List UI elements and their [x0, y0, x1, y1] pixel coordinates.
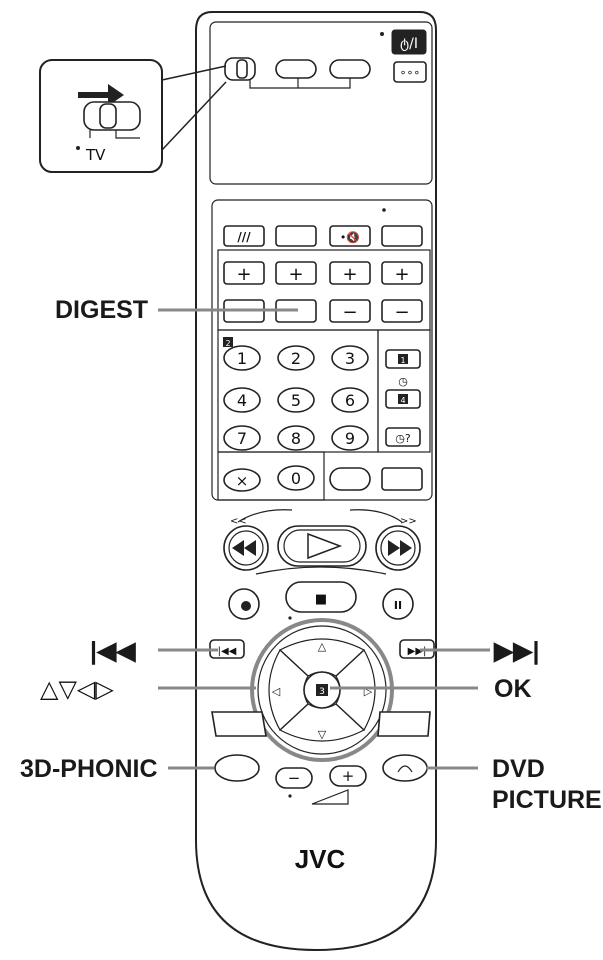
- rewind-icon: [232, 540, 256, 556]
- num-button-8[interactable]: [277, 425, 315, 451]
- vol-minus-icon: −: [288, 769, 301, 787]
- top-panel: [209, 21, 433, 185]
- plus-button-2[interactable]: [275, 261, 317, 285]
- num-label: 5: [291, 391, 301, 410]
- num-label: 8: [291, 429, 301, 448]
- num-label: 9: [345, 429, 355, 448]
- clock-icon: ◷: [398, 375, 408, 388]
- plus-icon: +: [394, 264, 409, 285]
- num-button-4[interactable]: [223, 387, 261, 413]
- arrows-label: △▽◁▷: [40, 675, 114, 703]
- cancel-button[interactable]: [223, 468, 261, 492]
- ff-icon: [388, 540, 412, 556]
- record-icon: [241, 601, 251, 611]
- num-label: 4: [237, 391, 247, 410]
- nav-left-icon: ◁: [272, 685, 281, 698]
- pause-button[interactable]: [382, 588, 414, 620]
- lower-right-button[interactable]: [377, 711, 431, 737]
- number-pad: 1 2 3 4 5 6 7 8 9 × 0: [223, 345, 423, 492]
- plus-icon: +: [236, 264, 251, 285]
- minus-icon: −: [342, 302, 357, 323]
- plus-button-1[interactable]: [223, 261, 265, 285]
- skip-back-icon: |◀◀: [218, 646, 237, 657]
- minus-button-3[interactable]: [329, 299, 371, 323]
- badge-2-label: 2: [225, 339, 230, 348]
- num-label: 6: [345, 391, 355, 410]
- dvd-picture-label-1: DVD: [492, 755, 545, 783]
- plus-icon: +: [288, 264, 303, 285]
- dvd-picture-button[interactable]: [382, 754, 428, 782]
- clock-query-button[interactable]: [385, 427, 421, 447]
- skip-fwd-icon: ▶▶|: [408, 646, 427, 657]
- num-button-7[interactable]: [223, 425, 261, 451]
- power-icon: ტ/I: [400, 36, 418, 52]
- num-button-9[interactable]: [331, 425, 369, 451]
- plus-icon: +: [342, 264, 357, 285]
- blank-button-3[interactable]: [329, 467, 371, 491]
- vol-plus-button[interactable]: [329, 765, 367, 787]
- mute-button[interactable]: [329, 225, 371, 247]
- volume-wedge-icon: [311, 789, 349, 805]
- num-label: 2: [291, 349, 301, 368]
- blank-button-2[interactable]: [381, 225, 423, 247]
- badge-1-label: 1: [400, 356, 405, 365]
- num-button-0[interactable]: [277, 465, 315, 491]
- num-label: 1: [237, 349, 247, 368]
- inset-tv-label: TV: [85, 146, 106, 164]
- num-label: 7: [237, 429, 247, 448]
- vol-minus-button[interactable]: [275, 767, 313, 789]
- num-button-1[interactable]: [223, 345, 261, 371]
- num-button-6[interactable]: [331, 387, 369, 413]
- minus-button-4[interactable]: [381, 299, 423, 323]
- mute-icon: •🔇: [340, 231, 360, 244]
- badge-2: [223, 337, 233, 347]
- slashes-button[interactable]: [223, 225, 265, 247]
- pause-icon: II: [394, 599, 402, 612]
- 3d-phonic-button[interactable]: [214, 754, 260, 782]
- dots-button[interactable]: [393, 61, 427, 83]
- top-oval-button-1[interactable]: [275, 59, 317, 79]
- lower-left-button[interactable]: [211, 711, 267, 737]
- num-button-2[interactable]: [277, 345, 315, 371]
- power-button[interactable]: [391, 29, 427, 55]
- 3d-phonic-label: 3D-PHONIC: [20, 755, 158, 783]
- skip-forward-label: ▶▶|: [493, 637, 539, 665]
- cancel-icon: ×: [236, 472, 249, 490]
- digest-label: DIGEST: [55, 296, 148, 324]
- badge-4-label: 4: [400, 396, 405, 405]
- slashes-icon: ///: [237, 230, 251, 244]
- nav-right-icon: ▷: [364, 685, 373, 698]
- blank-button-4[interactable]: [381, 467, 423, 491]
- ok-label: OK: [494, 675, 532, 703]
- slide-arrow-icon: [78, 84, 124, 106]
- vol-plus-icon: +: [342, 767, 355, 785]
- brand-logo: JVC: [295, 844, 346, 874]
- plus-button-3[interactable]: [329, 261, 371, 285]
- nav-up-icon: △: [318, 640, 327, 653]
- num-button-5[interactable]: [277, 387, 315, 413]
- top-oval-button-2[interactable]: [329, 59, 371, 79]
- play-icon: [307, 532, 343, 560]
- plus-button-4[interactable]: [381, 261, 423, 285]
- clock-query-icon: ◷?: [395, 432, 411, 445]
- num-label: 3: [345, 349, 355, 368]
- blank-button-1[interactable]: [275, 225, 317, 247]
- dvd-picture-label-2: PICTURE: [492, 786, 602, 814]
- skip-back-label: |◀◀: [90, 637, 136, 665]
- badge-3-label: 3: [319, 687, 325, 697]
- stop-button[interactable]: [285, 581, 357, 613]
- stop-icon: ■: [315, 592, 327, 607]
- dots-icon: ∘∘∘: [400, 66, 421, 79]
- ff-marker: >>: [400, 516, 417, 527]
- num-label: 0: [291, 469, 301, 488]
- nav-down-icon: ▽: [318, 728, 327, 741]
- num-button-3[interactable]: [331, 345, 369, 371]
- dvd-picture-icon: [397, 765, 413, 773]
- minus-icon: −: [394, 302, 409, 323]
